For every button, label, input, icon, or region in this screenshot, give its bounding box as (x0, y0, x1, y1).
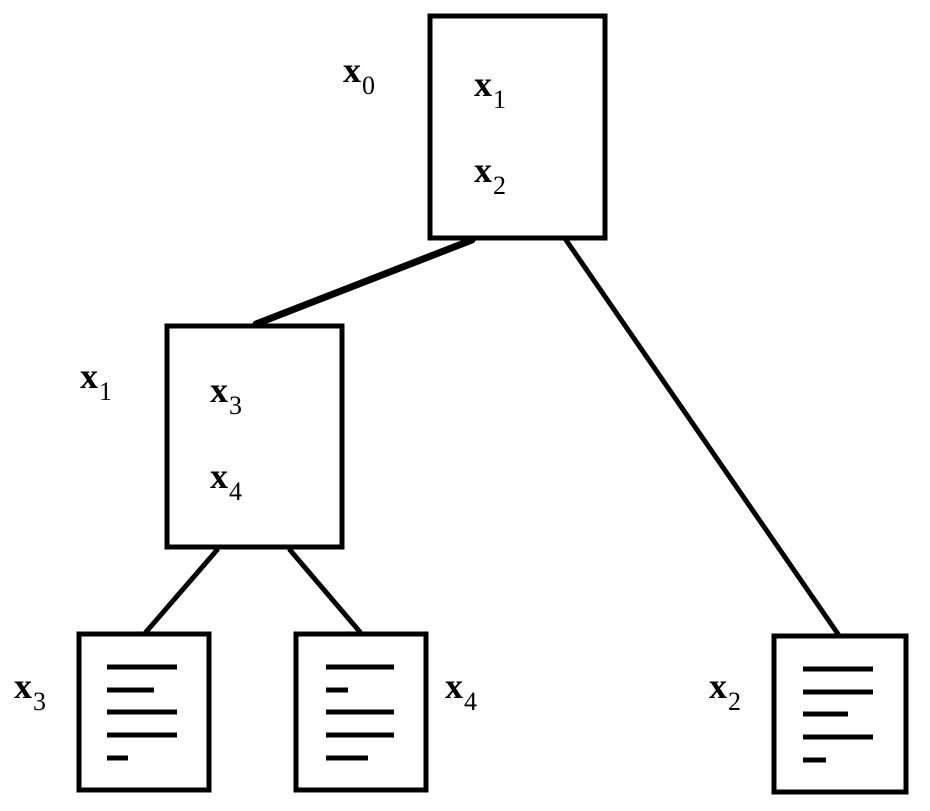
leaf-x2-label: x2 (709, 666, 741, 716)
leaf-x3-label: x3 (14, 666, 46, 716)
root-entry-x2: x2 (474, 150, 506, 200)
node-root: x0 x1 x2 (343, 13, 608, 241)
leaf-x2: x2 (709, 633, 909, 795)
leaf-x4: x4 (293, 631, 477, 793)
root-outer-label: x0 (343, 50, 375, 100)
child-entry-x3: x3 (210, 370, 242, 420)
edge-child-leaf-x4 (287, 547, 363, 635)
leaf-x4-label: x4 (445, 666, 477, 716)
root-entry-x1: x1 (474, 64, 506, 114)
document-icon (293, 631, 429, 793)
leaf-x3: x3 (14, 631, 212, 793)
document-icon (76, 631, 212, 793)
edge-root-leaf-x2 (563, 237, 841, 637)
child-outer-label: x1 (80, 356, 112, 406)
document-icon (771, 633, 909, 795)
edge-child-leaf-x3 (143, 547, 220, 635)
child-entry-x4: x4 (210, 456, 242, 506)
node-child: x1 x3 x4 (80, 323, 345, 550)
edge-root-child (252, 236, 476, 328)
